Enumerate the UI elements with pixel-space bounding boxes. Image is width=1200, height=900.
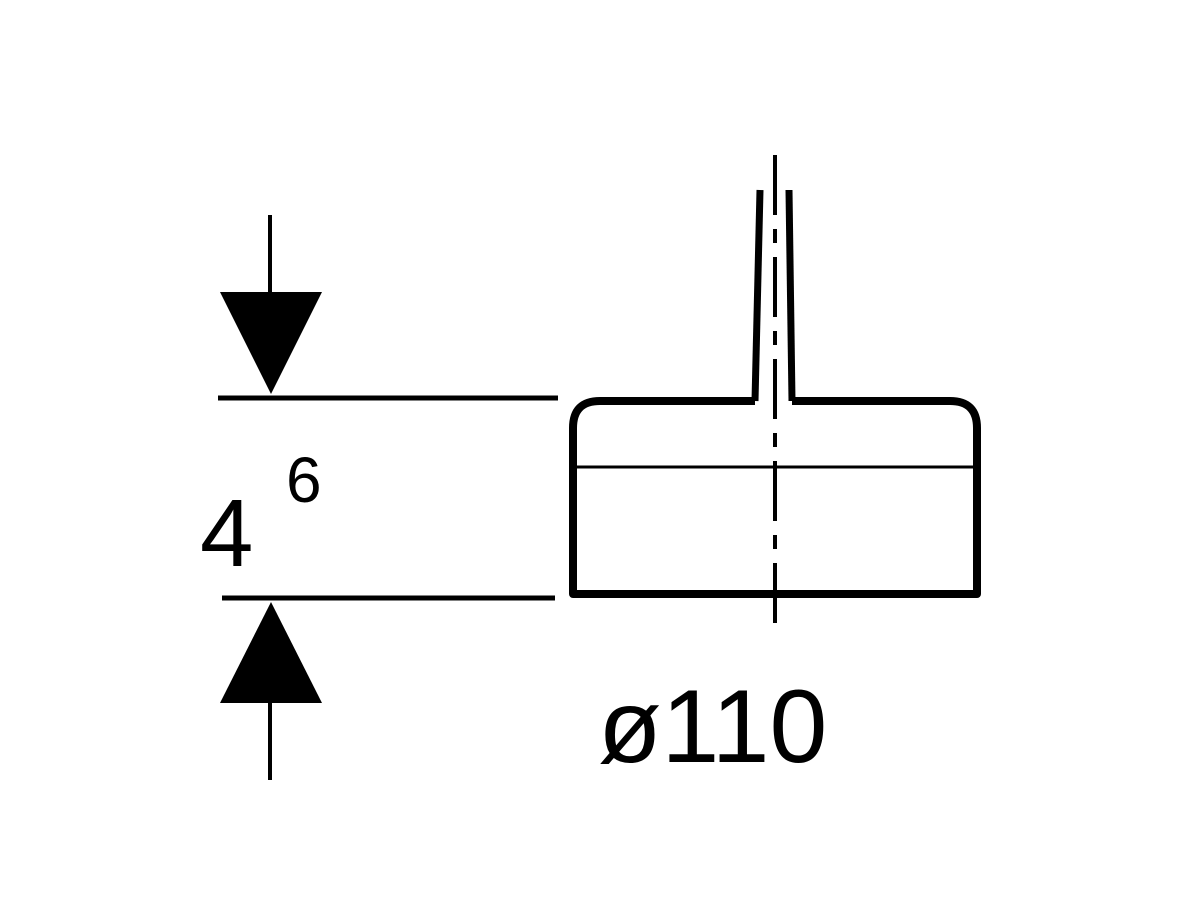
part-stem-left: [751, 189, 764, 402]
height-dimension-value: 4: [200, 480, 253, 587]
height-dimension-superscript: 6: [286, 444, 322, 516]
part-stem-right: [785, 189, 796, 402]
diameter-dimension-label: ø110: [598, 669, 827, 785]
top-arrow-head: [220, 292, 322, 394]
bottom-arrow-head: [220, 602, 322, 703]
height-dimension: 4 6: [200, 215, 558, 780]
